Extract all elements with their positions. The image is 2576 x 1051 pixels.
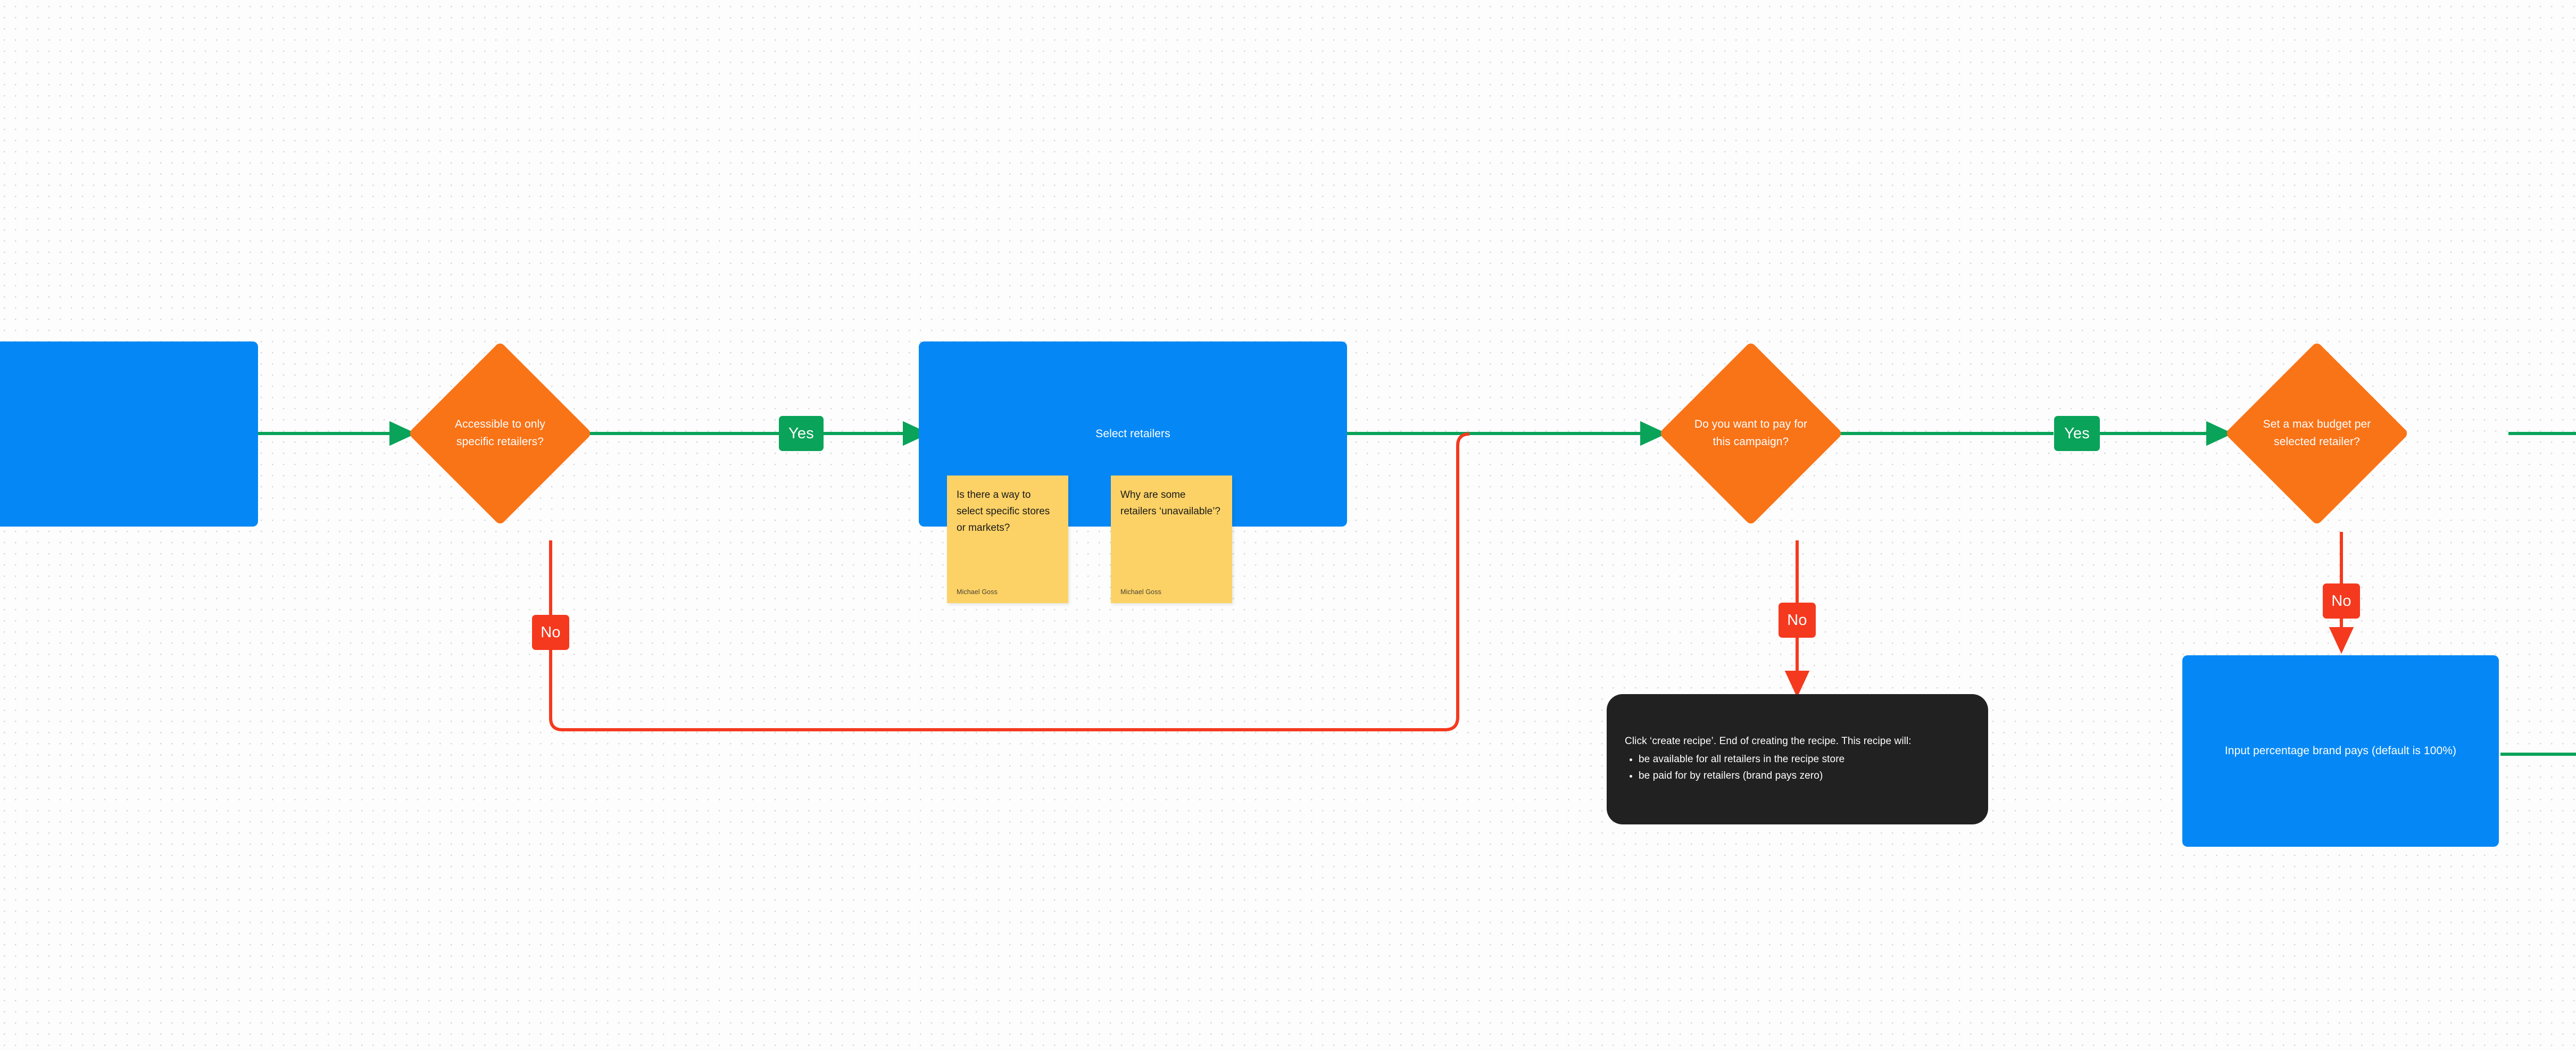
process-select-retailers-label: Select retailers: [1095, 427, 1170, 440]
process-input-percentage-brand-pays[interactable]: Input percentage brand pays (default is …: [2182, 655, 2499, 847]
decision-pay-campaign-label: Do you want to pay for this campaign?: [1694, 418, 1808, 448]
process-store-date[interactable]: Store date * Store date * e: [0, 341, 258, 527]
decision-max-budget-per-retailer[interactable]: Set a max budget per selected retailer?: [2224, 316, 2409, 550]
edge-label-yes-select-retailers[interactable]: Yes: [779, 416, 824, 451]
decision-pay-for-campaign[interactable]: Do you want to pay for this campaign?: [1658, 316, 1843, 550]
sticky-note[interactable]: Is there a way to select specific stores…: [947, 476, 1068, 603]
callout-heading: Click ‘create recipe’. End of creating t…: [1625, 736, 1912, 747]
edge-label-no-max-budget[interactable]: No: [2323, 583, 2360, 619]
decision-max-budget-label: Set a max budget per selected retailer?: [2263, 418, 2371, 448]
sticky-note-text: Is there a way to select specific stores…: [957, 489, 1050, 533]
edge-label-no-accessible[interactable]: No: [532, 615, 569, 650]
edge-label-yes-max-budget[interactable]: Yes: [2054, 416, 2100, 451]
decision-accessible-label: Accessible to only specific retailers?: [455, 418, 545, 448]
sticky-note[interactable]: Why are some retailers ‘unavailable’? Mi…: [1111, 476, 1232, 603]
sticky-note-text: Why are some retailers ‘unavailable’?: [1120, 489, 1220, 517]
sticky-note-author: Michael Goss: [957, 588, 998, 596]
process-input-percentage-label: Input percentage brand pays (default is …: [2224, 744, 2457, 757]
callout-create-recipe[interactable]: Click ‘create recipe’. End of creating t…: [1607, 694, 1988, 824]
callout-bullet-item: be available for all retailers in the re…: [1639, 752, 1970, 768]
callout-bullet-item: be paid for by retailers (brand pays zer…: [1639, 768, 1970, 785]
edge-label-no-pay-campaign[interactable]: No: [1779, 603, 1816, 638]
sticky-note-author: Michael Goss: [1120, 588, 1161, 596]
decision-accessible-specific-retailers[interactable]: Accessible to only specific retailers?: [408, 316, 593, 550]
callout-bullet-list: be available for all retailers in the re…: [1625, 752, 1970, 785]
